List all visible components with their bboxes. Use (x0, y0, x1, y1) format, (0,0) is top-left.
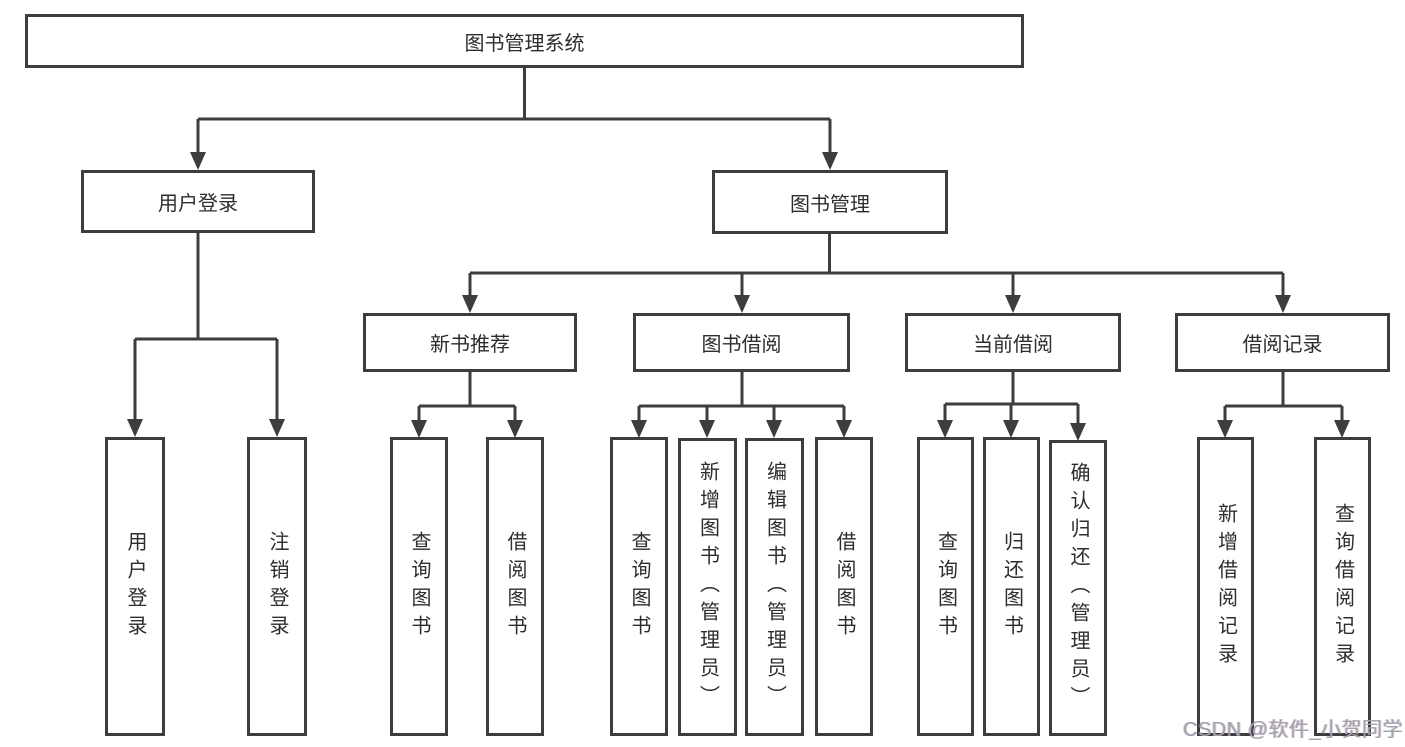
connector-current-borrow-to-leaves (943, 372, 1080, 426)
arrowhead-icon (937, 420, 953, 438)
node-library-system: 图书管理系统 (25, 14, 1024, 68)
arrowhead-icon (836, 420, 852, 438)
arrowhead-icon (1005, 295, 1021, 313)
connector-book-mgmt-to-level3 (468, 234, 1285, 297)
watermark: CSDN @软件_小贺同学 (1183, 719, 1404, 741)
node-leaf-borrow-books: 借阅图书 (815, 437, 873, 736)
node-leaf-logout: 注销登录 (247, 437, 307, 736)
arrowhead-icon (269, 419, 285, 437)
node-leaf-add-books-admin: 新增图书（管理员） (678, 438, 737, 736)
node-book-borrowing: 图书借阅 (633, 313, 850, 372)
connector-book-borrow-to-leaves (637, 372, 846, 423)
node-leaf-query-books-recommend: 查询图书 (390, 437, 448, 736)
arrowhead-icon (1217, 420, 1233, 438)
arrowhead-icon (127, 419, 143, 437)
arrowhead-icon (631, 420, 647, 438)
node-leaf-add-borrow-record: 新增借阅记录 (1197, 437, 1254, 736)
arrowhead-icon (1070, 423, 1086, 441)
connector-new-book-to-leaves (417, 372, 517, 423)
node-leaf-query-borrow-record: 查询借阅记录 (1314, 437, 1371, 736)
arrowhead-icon (1003, 420, 1019, 438)
node-leaf-borrow-books-recommend: 借阅图书 (486, 437, 544, 736)
arrowhead-icon (766, 420, 782, 438)
arrowhead-icon (734, 295, 750, 313)
connector-user-login-to-leaves (133, 233, 279, 422)
arrowhead-icon (699, 420, 715, 438)
node-leaf-edit-books-admin: 编辑图书（管理员） (745, 438, 804, 736)
node-leaf-query-books-borrow: 查询图书 (610, 437, 668, 736)
node-leaf-confirm-return-admin: 确认归还（管理员） (1049, 440, 1107, 736)
node-new-book-recommend: 新书推荐 (363, 313, 577, 372)
node-book-management: 图书管理 (712, 170, 948, 234)
arrowhead-icon (1334, 420, 1350, 438)
arrowhead-icon (411, 420, 427, 438)
node-current-borrowing: 当前借阅 (905, 313, 1121, 372)
connector-root-to-level2 (196, 68, 832, 155)
node-leaf-query-books-current: 查询图书 (917, 437, 974, 736)
arrowhead-icon (1275, 295, 1291, 313)
arrowheads (127, 152, 1350, 441)
node-leaf-return-books: 归还图书 (983, 437, 1040, 736)
node-borrowing-records: 借阅记录 (1175, 313, 1390, 372)
connector-borrow-records-to-leaves (1223, 372, 1344, 423)
node-user-login: 用户登录 (81, 170, 315, 233)
arrowhead-icon (190, 152, 206, 170)
arrowhead-icon (462, 295, 478, 313)
arrowhead-icon (822, 152, 838, 170)
arrowhead-icon (507, 420, 523, 438)
node-leaf-user-login: 用户登录 (105, 437, 165, 736)
